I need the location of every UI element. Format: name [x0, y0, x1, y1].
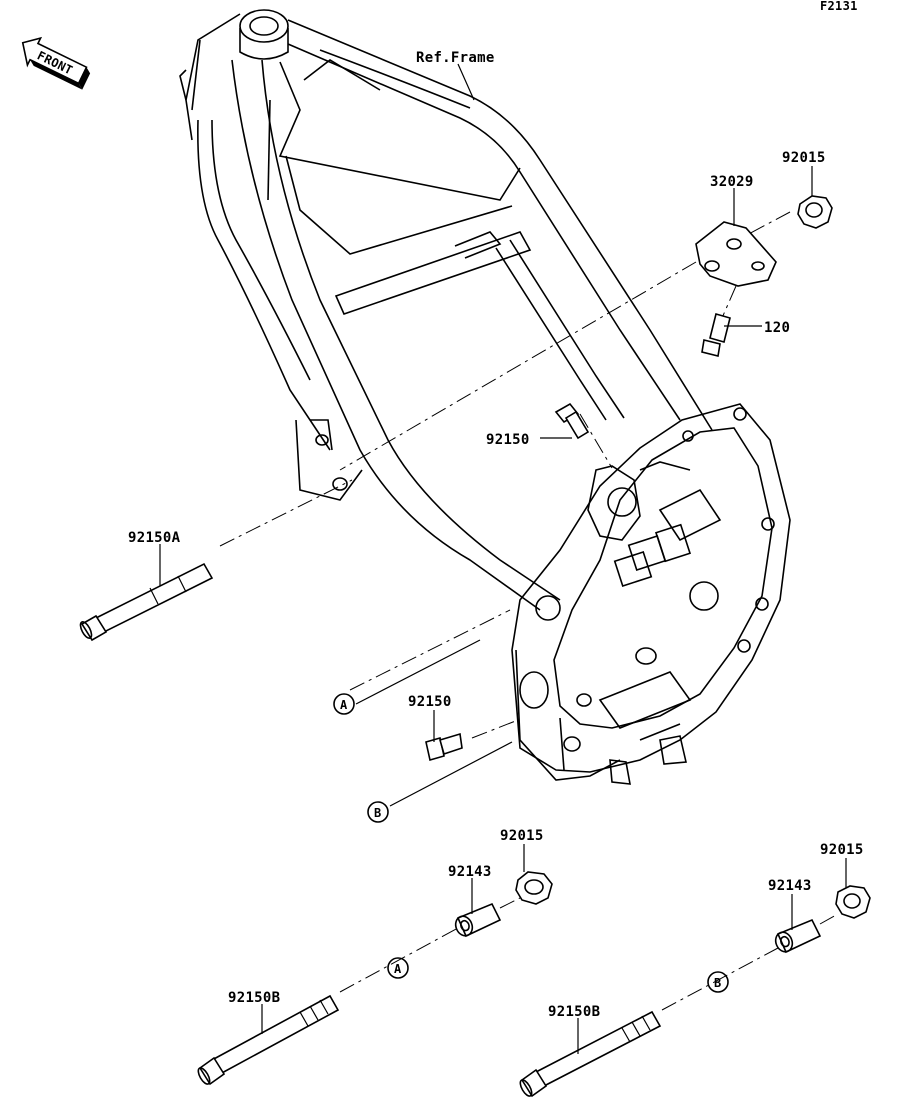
label-92150a: 92150A [128, 530, 181, 546]
leader-lines [159, 63, 847, 1054]
label-ref-frame: Ref.Frame [416, 50, 495, 66]
nut-92015-top [797, 195, 833, 229]
bolt-120 [701, 313, 731, 357]
ref-marker-a-lower: A [387, 957, 409, 979]
bolt-92150-lower [425, 732, 463, 762]
bolt-92150b-right [519, 1010, 662, 1098]
ref-marker-b-upper: B [367, 801, 389, 823]
label-92150b-left: 92150B [228, 990, 280, 1006]
collar-92143-center [454, 902, 502, 938]
label-92015-center: 92015 [500, 828, 544, 844]
motorcycle-frame [179, 9, 791, 785]
ref-b-lower-text: B [714, 976, 722, 990]
front-arrow-icon: FRONT [21, 36, 91, 90]
bolt-92150-mid [554, 402, 590, 440]
bracket-32029 [695, 221, 777, 287]
label-92150-mid: 92150 [486, 432, 530, 448]
ref-marker-b-lower: B [707, 971, 729, 993]
label-92143-center: 92143 [448, 864, 492, 880]
ref-a-lower-text: A [394, 962, 402, 976]
assembly-center-lines [219, 211, 791, 739]
label-32029: 32029 [710, 174, 754, 190]
figure-code: F2131 [820, 0, 858, 13]
collar-92143-right [774, 918, 822, 954]
nut-92015-center [515, 871, 553, 905]
label-92150-lower: 92150 [408, 694, 452, 710]
label-92143-right: 92143 [768, 878, 812, 894]
ref-b-upper-text: B [374, 806, 382, 820]
bolt-92150a [79, 562, 214, 642]
lower-assembly-lines [339, 897, 839, 1011]
label-92015-top: 92015 [782, 150, 826, 166]
ref-a-upper-text: A [340, 698, 348, 712]
nut-92015-right [835, 885, 871, 919]
bolt-92150b-left [197, 994, 340, 1086]
ref-marker-a-upper: A [333, 693, 355, 715]
label-92015-right: 92015 [820, 842, 864, 858]
label-120: 120 [764, 320, 790, 336]
label-92150b-right: 92150B [548, 1004, 600, 1020]
